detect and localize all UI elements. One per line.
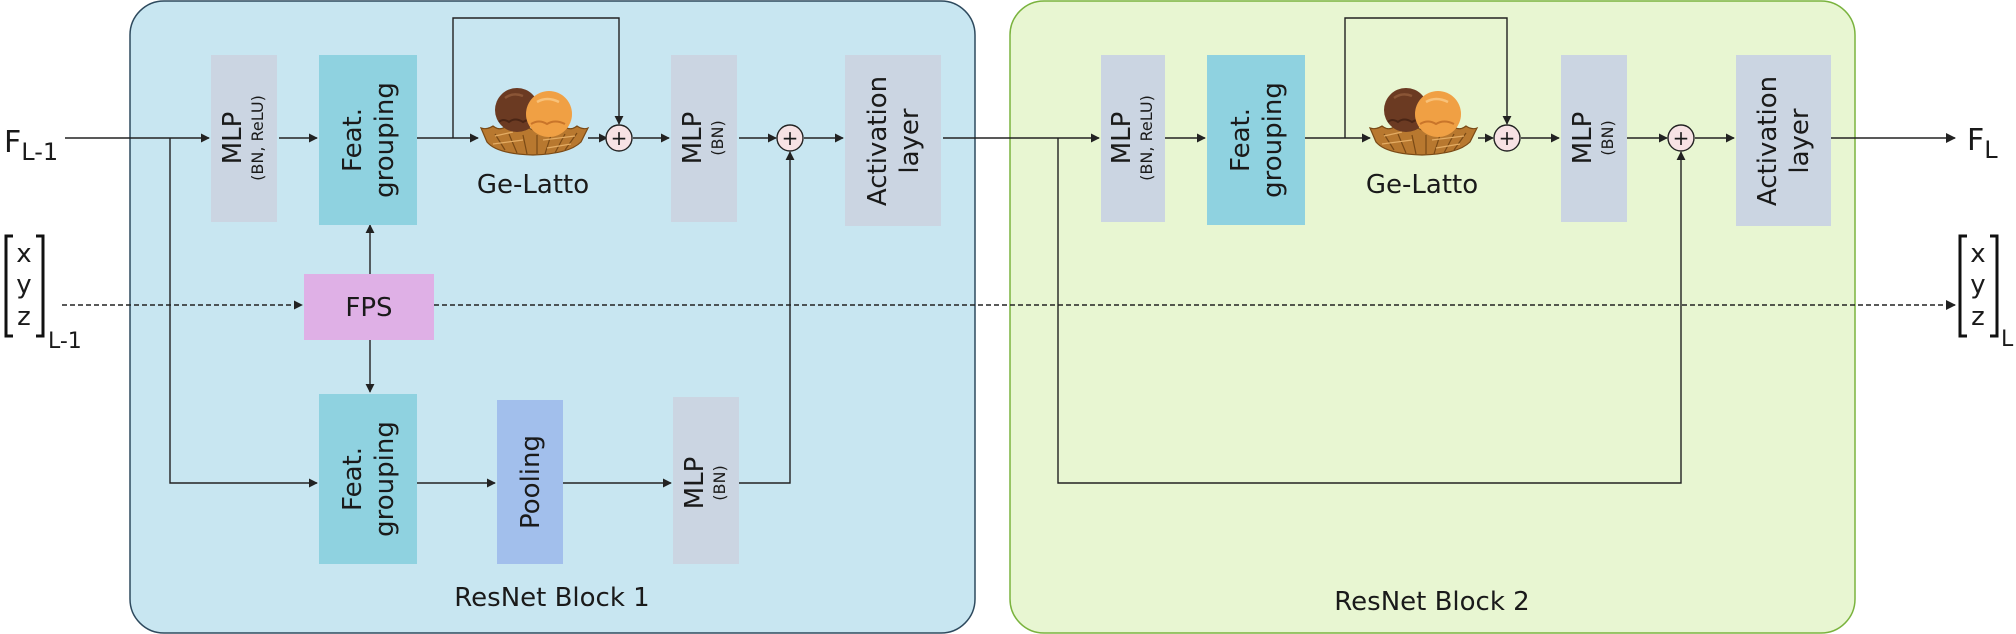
- b1-activation-label1: Activation: [863, 76, 893, 206]
- coords-input-sub: L-1: [48, 329, 82, 354]
- b2-feat-grouping-box: Feat. grouping: [1207, 55, 1305, 225]
- svg-text:FL-1: FL-1: [4, 125, 58, 166]
- b1-mlp1-sublabel: (BN, ReLU): [248, 95, 267, 181]
- b2-mlp1-label: MLP: [1107, 112, 1137, 165]
- gelatto-icon-2: [1368, 88, 1479, 156]
- b1-mlp3-sublabel: (BN): [710, 465, 729, 500]
- edge-branch-to-feat-bottom: [169, 138, 318, 488]
- b2-sum-node-2: +: [1667, 124, 1695, 152]
- b2-mlp1-box: MLP (BN, ReLU): [1101, 55, 1165, 222]
- b1-mlp2-sublabel: (BN): [708, 120, 727, 155]
- b1-feat-grouping-top-label1: Feat.: [338, 108, 368, 172]
- coords-input-vector: x y z L-1: [4, 234, 82, 354]
- b2-feat-grouping-label1: Feat.: [1226, 108, 1256, 172]
- b2-mlp2-sublabel: (BN): [1598, 120, 1617, 155]
- b2-feat-grouping-label2: grouping: [1258, 82, 1288, 198]
- b2-mlp2-label: MLP: [1568, 112, 1598, 165]
- b1-sum-node-2-symbol: +: [782, 126, 799, 150]
- b1-activation-box: Activation layer: [845, 55, 941, 226]
- coords-output-x: x: [1970, 239, 1985, 269]
- coords-input-z: z: [17, 302, 31, 332]
- b2-mlp1-sublabel: (BN, ReLU): [1137, 95, 1156, 181]
- gelatto-icon: [479, 88, 590, 156]
- coords-input-x: x: [16, 239, 31, 269]
- b1-feat-grouping-top-box: Feat. grouping: [319, 55, 417, 225]
- coords-output-z: z: [1971, 302, 1985, 332]
- b1-mlp1-box: MLP (BN, ReLU): [211, 55, 277, 222]
- b1-fps-label: FPS: [345, 293, 392, 323]
- b1-activation-label2: layer: [895, 108, 925, 174]
- b2-sum-node-1-symbol: +: [1499, 126, 1516, 150]
- b1-mlp3-label: MLP: [680, 457, 710, 510]
- edge-mlp3-to-sum2: [739, 151, 795, 484]
- feature-output-sub: L: [1984, 136, 1998, 164]
- b2-activation-label2: layer: [1785, 108, 1815, 174]
- b2-activation-label1: Activation: [1753, 76, 1783, 206]
- block-1-title: ResNet Block 1: [454, 583, 649, 613]
- b1-feat-grouping-bottom-label2: grouping: [370, 421, 400, 537]
- edge-skip-gelatto-1: [452, 17, 624, 138]
- b2-mlp2-box: MLP (BN): [1561, 55, 1627, 222]
- b1-sum-node-1: +: [605, 124, 633, 152]
- b1-fps-box: FPS: [304, 274, 434, 340]
- b1-mlp3-box: MLP (BN): [673, 397, 739, 564]
- b2-gelatto-label: Ge-Latto: [1366, 170, 1478, 200]
- coords-output-y: y: [1970, 270, 1985, 300]
- edge-block2-shortcut: [1057, 138, 1686, 484]
- svg-text:FL: FL: [1967, 123, 1998, 164]
- coords-input-y: y: [16, 270, 31, 300]
- b1-sum-node-1-symbol: +: [611, 126, 628, 150]
- coords-output-vector: x y z L: [1958, 234, 2014, 352]
- edge-skip-gelatto-2: [1344, 17, 1512, 138]
- b1-pooling-label: Pooling: [516, 435, 546, 529]
- b2-sum-node-1: +: [1493, 124, 1521, 152]
- b1-feat-grouping-bottom-box: Feat. grouping: [319, 394, 417, 564]
- b1-pooling-box: Pooling: [497, 400, 563, 564]
- b1-sum-node-2: +: [776, 124, 804, 152]
- b1-mlp1-label: MLP: [218, 112, 248, 165]
- b2-sum-node-2-symbol: +: [1673, 126, 1690, 150]
- block-2-title: ResNet Block 2: [1334, 587, 1529, 617]
- feature-output-label: FL: [1967, 123, 1998, 164]
- b1-feat-grouping-top-label2: grouping: [370, 82, 400, 198]
- feature-input-main: F: [4, 125, 21, 160]
- coords-output-sub: L: [2001, 327, 2014, 352]
- feature-output-main: F: [1967, 123, 1984, 158]
- b1-mlp2-label: MLP: [678, 112, 708, 165]
- feature-input-label: FL-1: [4, 125, 58, 166]
- b2-activation-box: Activation layer: [1736, 55, 1831, 226]
- b1-mlp2-box: MLP (BN): [671, 55, 737, 222]
- b1-gelatto-label: Ge-Latto: [477, 170, 589, 200]
- b1-feat-grouping-bottom-label1: Feat.: [338, 447, 368, 511]
- feature-input-sub: L-1: [21, 138, 58, 166]
